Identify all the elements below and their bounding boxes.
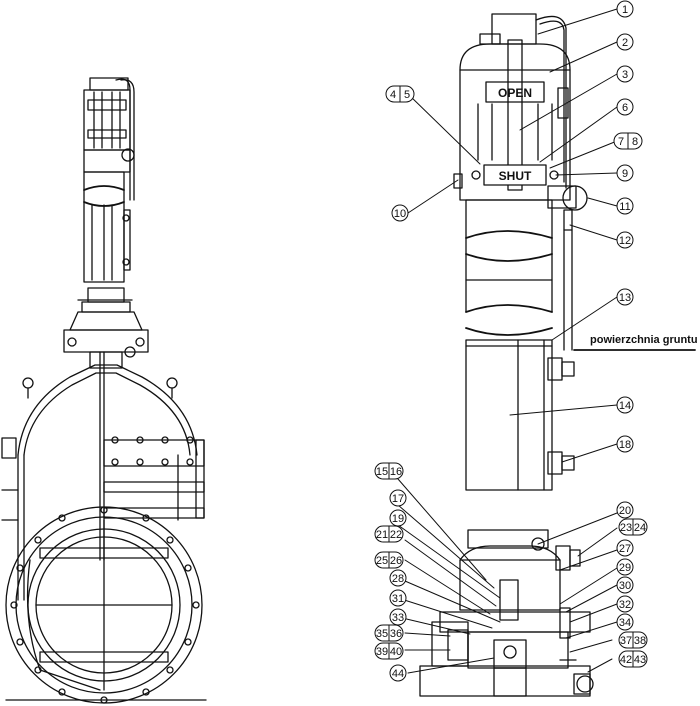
callout-number: 5: [404, 89, 410, 101]
shut-label: SHUT: [499, 169, 532, 183]
callout-number: 11: [619, 201, 630, 213]
callout-number: 9: [622, 168, 628, 180]
callout-number: 15: [376, 466, 388, 478]
callout-number: 30: [619, 580, 631, 592]
callout-14: 14: [616, 396, 634, 414]
left-flange: [5, 506, 207, 704]
callout-number: 35: [376, 628, 388, 640]
callout-number: 44: [392, 668, 404, 680]
callout-number: 24: [634, 522, 646, 534]
callout-number: 17: [392, 493, 404, 505]
callout-number: 7: [618, 136, 624, 148]
callout-number: 20: [619, 505, 631, 517]
callout-17: 17: [389, 489, 407, 507]
callout-number: 34: [619, 617, 631, 629]
ground-surface-label: powierzchnia gruntu: [590, 334, 698, 346]
left-valve-view: [1, 77, 207, 704]
callout-30: 30: [616, 576, 634, 594]
callout-number: 36: [390, 628, 402, 640]
callout-number: 16: [390, 466, 402, 478]
callout-number: 38: [634, 635, 646, 647]
callout-1: 1: [616, 0, 634, 18]
left-bonnet: [63, 287, 149, 369]
callout-number: 1: [622, 4, 628, 16]
callout-29: 29: [616, 558, 634, 576]
callout-number: 31: [392, 593, 404, 605]
callout-2: 2: [616, 33, 634, 51]
callout-number: 12: [619, 235, 631, 247]
open-label: OPEN: [498, 86, 532, 100]
callout-number: 22: [390, 529, 402, 541]
leader-lines: [397, 8, 618, 674]
callout-number: 4: [390, 89, 396, 101]
callout-44: 44: [389, 664, 407, 682]
callout-18: 18: [616, 435, 634, 453]
callout-number: 32: [619, 599, 631, 611]
callout-32: 32: [616, 595, 634, 613]
callout-20: 20: [616, 501, 634, 519]
callout-33: 33: [389, 608, 407, 626]
callout-31: 31: [389, 589, 407, 607]
callout-number: 18: [619, 439, 631, 451]
callout-13: 13: [616, 288, 634, 306]
callout-number: 28: [392, 573, 404, 585]
callout-number: 13: [619, 292, 631, 304]
callout-number: 40: [390, 646, 402, 658]
callout-number: 25: [376, 555, 388, 567]
callout-number: 21: [376, 529, 388, 541]
callout-number: 8: [632, 136, 638, 148]
callout-number: 19: [392, 513, 404, 525]
left-valve-body: [1, 351, 205, 601]
callout-11: 11: [616, 197, 634, 215]
callout-number: 3: [622, 69, 628, 81]
callout-number: 6: [622, 102, 628, 114]
callout-9: 9: [616, 164, 634, 182]
right-valve-section: OPEN SHUT: [374, 0, 698, 697]
callout-28: 28: [389, 569, 407, 587]
callout-number: 29: [619, 562, 631, 574]
callout-number: 23: [620, 522, 632, 534]
callout-number: 10: [394, 208, 406, 220]
right-actuator-head: OPEN SHUT: [453, 13, 588, 231]
callout-27: 27: [616, 539, 634, 557]
callout-number: 26: [390, 555, 402, 567]
right-extension-tube: powierzchnia gruntu: [465, 199, 698, 491]
callout-34: 34: [616, 613, 634, 631]
callout-number: 14: [619, 400, 631, 412]
callout-number: 33: [392, 612, 404, 624]
callout-number: 2: [622, 37, 628, 49]
callout-number: 42: [620, 654, 632, 666]
callout-12: 12: [616, 231, 634, 249]
callout-number: 27: [619, 543, 631, 555]
callout-number: 39: [376, 646, 388, 658]
callout-10: 10: [391, 204, 409, 222]
callout-6: 6: [616, 98, 634, 116]
callout-number: 37: [620, 635, 632, 647]
callout-3: 3: [616, 65, 634, 83]
right-gearbox: [419, 529, 594, 697]
left-actuator: [83, 77, 135, 283]
callout-19: 19: [389, 509, 407, 527]
callout-number: 43: [634, 654, 646, 666]
